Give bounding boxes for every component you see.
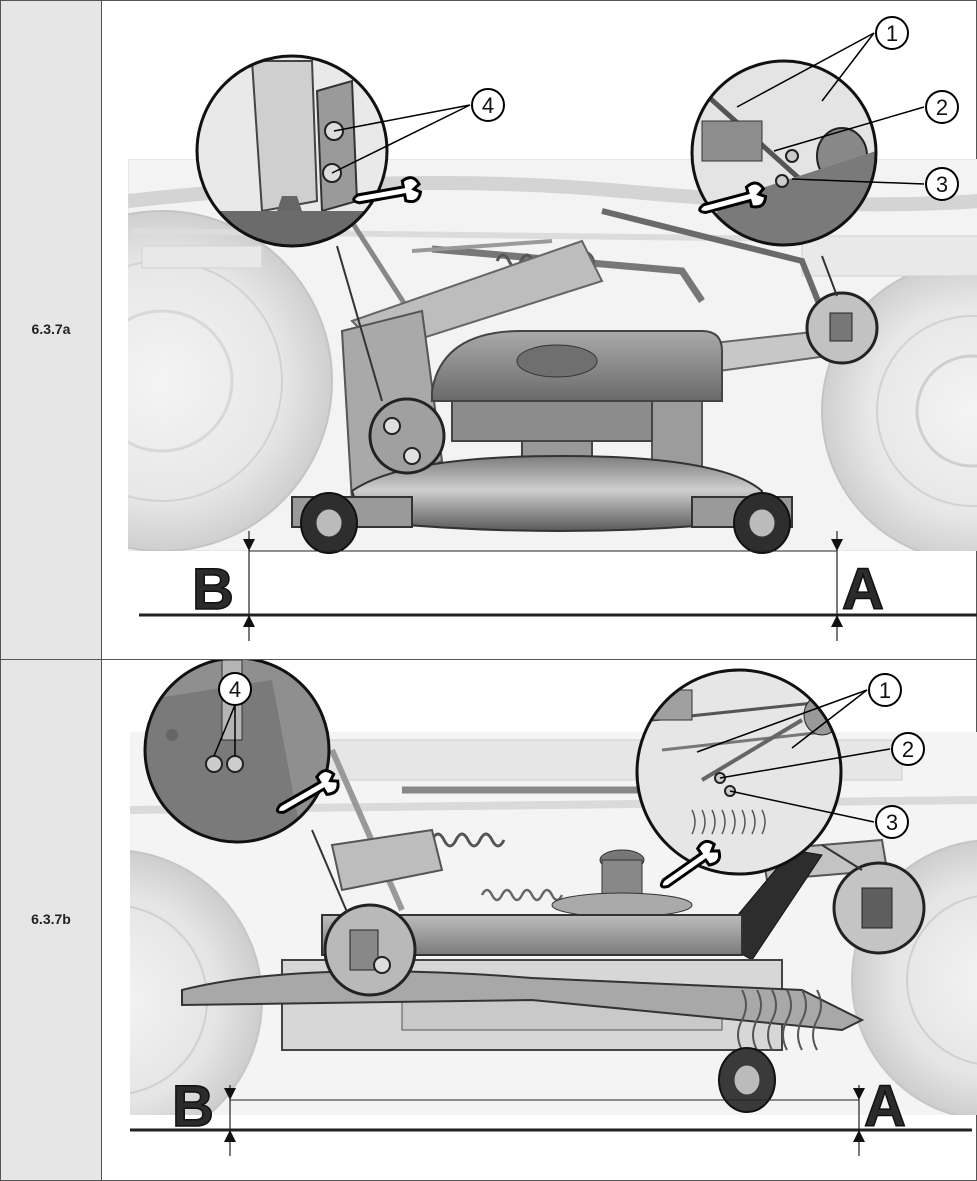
- svg-text:1: 1: [879, 678, 891, 703]
- figure-label-cell-b: 6.3.7b: [0, 659, 102, 1181]
- callout-3: 3: [791, 167, 959, 201]
- ground-letter-b: B: [192, 557, 234, 622]
- figure-row-b: 6.3.7b: [0, 659, 977, 1181]
- callout-1: 1: [736, 16, 909, 108]
- callout-1: 1: [696, 673, 902, 753]
- magnifier-detail-left: [195, 54, 389, 248]
- svg-text:3: 3: [936, 172, 948, 197]
- figure-image-cell-a: 1 2 3 4: [101, 0, 977, 660]
- svg-text:2: 2: [936, 95, 948, 120]
- bolt-icon: [403, 447, 421, 465]
- svg-text:2: 2: [902, 737, 914, 762]
- svg-text:4: 4: [482, 93, 494, 118]
- ground-letter-a: A: [842, 557, 884, 622]
- detail-circle-bolts: [368, 397, 446, 475]
- adjuster-block: [829, 312, 853, 342]
- figure-image-cell-b: 1 2 3 4: [101, 659, 977, 1181]
- wrench-icon: [352, 176, 423, 205]
- svg-text:3: 3: [886, 810, 898, 835]
- wrench-icon: [698, 181, 768, 215]
- mower-deck-illustration-b: 1 2 3 4: [130, 660, 977, 1156]
- callout-4: 4: [331, 88, 505, 174]
- wrench-icon: [275, 769, 340, 814]
- ground-letter-a: A: [864, 1074, 906, 1139]
- leader-line: [336, 245, 383, 402]
- bolt-icon: [373, 956, 391, 974]
- callout-2: 2: [773, 90, 959, 152]
- wrench-icon: [659, 839, 722, 889]
- figure-label-cell-a: 6.3.7a: [0, 0, 102, 660]
- callout-3: 3: [729, 790, 909, 839]
- adjuster-block: [861, 887, 893, 929]
- leader-line: [821, 844, 863, 871]
- magnifier-detail-right: [690, 59, 878, 247]
- magnifier-detail-right: [635, 668, 843, 876]
- figure-label-b: 6.3.7b: [31, 911, 71, 927]
- mower-deck: [291, 454, 793, 554]
- ground-letter-b: B: [172, 1074, 214, 1139]
- callout-4: 4: [213, 672, 252, 757]
- height-measurement: [139, 531, 977, 641]
- height-measurement: [130, 1085, 972, 1156]
- mower-deck-illustration-a: 1 2 3 4: [128, 16, 977, 641]
- pulley-housing: [551, 849, 823, 961]
- leader-line: [311, 829, 348, 913]
- callout-2: 2: [719, 732, 925, 779]
- svg-text:4: 4: [229, 677, 241, 702]
- leader-line: [821, 255, 838, 297]
- svg-text:1: 1: [886, 21, 898, 46]
- figure-label-a: 6.3.7a: [31, 321, 71, 337]
- bolt-icon: [383, 417, 401, 435]
- figure-row-a: 6.3.7a: [0, 0, 977, 660]
